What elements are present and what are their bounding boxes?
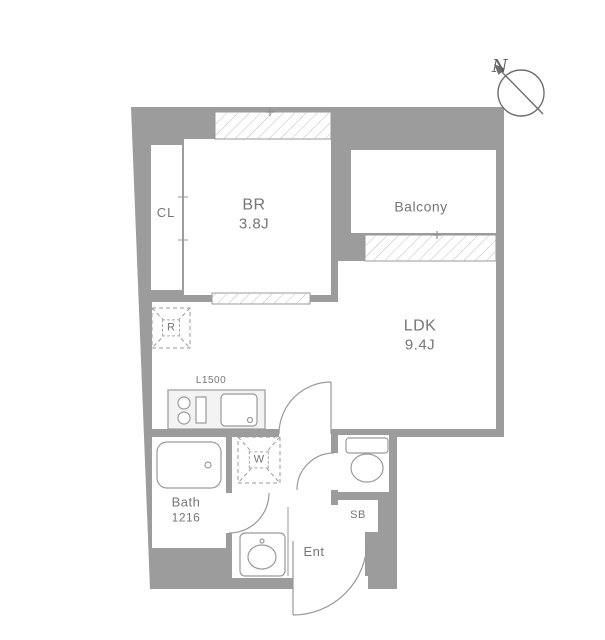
window-cross-marks [266, 108, 441, 239]
bathtub-icon [156, 441, 222, 489]
room-label-bedroom: BR 3.8J [239, 196, 269, 235]
toilet-door-swing [296, 452, 335, 491]
shoebox-label: SB [350, 509, 366, 522]
bath-door-swing [228, 492, 270, 534]
bath-door-opening [226, 493, 234, 533]
sb-area [338, 500, 378, 532]
ldk-name: LDK [403, 317, 437, 335]
stove-burner-icon [177, 396, 191, 410]
br-window [214, 111, 332, 140]
entrance-door-swing [292, 540, 368, 616]
kitchen-counter-label: L1500 [195, 374, 227, 386]
balcony-window [364, 234, 497, 262]
bath-name: Bath [171, 494, 201, 510]
room-label-balcony: Balcony [394, 198, 448, 215]
toilet-icon [345, 437, 389, 483]
wash-basin-icon [239, 532, 286, 577]
balcony-area [351, 150, 496, 233]
refrigerator-label: R [162, 319, 180, 337]
bedroom-name: BR [242, 196, 266, 214]
br-sliding-door [211, 292, 311, 305]
compass-north-label: N [491, 55, 509, 77]
bath-size: 1216 [171, 510, 201, 525]
washer-label: W [248, 451, 270, 469]
entrance-opening [293, 576, 368, 592]
br-room-area [184, 139, 331, 295]
kitchen-counter [167, 389, 266, 430]
ldk-size: 9.4J [404, 336, 436, 354]
room-label-entrance: Ent [303, 543, 325, 559]
closet-divider [178, 196, 188, 241]
compass-icon [494, 64, 545, 117]
toilet-door-opening [331, 453, 339, 490]
cl-room-area [151, 145, 182, 290]
room-label-bath: Bath 1216 [172, 494, 201, 525]
bedroom-size: 3.8J [238, 215, 270, 233]
ldk-door-opening [279, 427, 331, 439]
ldk-door-swing [278, 381, 332, 435]
room-label-closet: CL [156, 204, 176, 220]
stove-burner-icon [177, 411, 191, 425]
room-label-ldk: LDK 9.4J [404, 317, 437, 356]
stove-grill-icon [195, 396, 207, 424]
sink-drain-icon [246, 416, 254, 424]
